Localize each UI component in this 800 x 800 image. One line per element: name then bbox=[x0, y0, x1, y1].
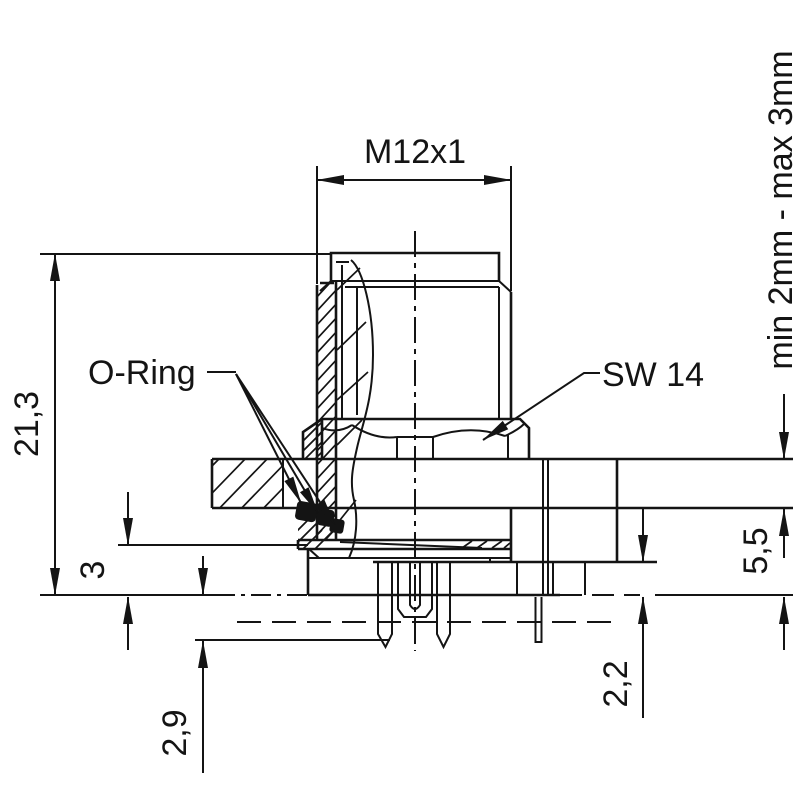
nut-facet-edges bbox=[396, 435, 509, 459]
dimension-tail-depth: 2,2 bbox=[597, 508, 648, 718]
panel-hatch bbox=[213, 460, 283, 507]
rear-depth-value: 5,5 bbox=[737, 527, 775, 574]
thread-size-label: M12x1 bbox=[364, 133, 466, 171]
pin-protrusion-value: 2,9 bbox=[156, 709, 194, 756]
dimension-rear-depth: 5,5 bbox=[655, 527, 793, 650]
rear-assembly bbox=[237, 508, 657, 623]
section-break-curve bbox=[348, 259, 375, 559]
dimension-pin-protrusion: 2,9 bbox=[156, 556, 208, 773]
overall-length-value: 21,3 bbox=[8, 391, 46, 457]
dimension-overall-length: 21,3 bbox=[8, 253, 331, 596]
wrench-size-leader bbox=[482, 372, 600, 441]
center-lines bbox=[215, 231, 416, 651]
tip-outline bbox=[329, 251, 501, 281]
washer-hatch-ticks bbox=[461, 540, 511, 549]
nut-face-arcs bbox=[321, 423, 525, 439]
pin-right bbox=[436, 562, 451, 650]
contact-pins bbox=[195, 562, 543, 650]
pin-left bbox=[377, 562, 393, 650]
center-socket bbox=[409, 562, 421, 610]
tail-depth-value: 2,2 bbox=[597, 660, 635, 707]
wrench-size-label: SW 14 bbox=[602, 356, 704, 394]
coupling-section-ticks bbox=[336, 267, 369, 521]
center-bore-cup bbox=[397, 562, 433, 618]
nut-left-outline bbox=[301, 417, 324, 459]
o-ring-seals bbox=[295, 501, 345, 534]
o-ring-leader-1 bbox=[235, 373, 302, 504]
thread-extension-lines bbox=[316, 166, 512, 291]
panel-thickness-range-label: min 2mm - max 3mm bbox=[762, 50, 800, 369]
inner-sleeve-lines bbox=[336, 261, 358, 418]
connector-front-body bbox=[315, 251, 513, 559]
o-ring-callout: O-Ring bbox=[88, 354, 336, 526]
hex-nut bbox=[301, 417, 531, 459]
rear-body-top-edge bbox=[308, 548, 511, 559]
dimension-panel-thickness: min 2mm - max 3mm bbox=[762, 50, 800, 558]
o-ring-leader-3 bbox=[235, 373, 336, 526]
panel-hole-right-edge bbox=[542, 459, 549, 595]
wrench-size-callout: SW 14 bbox=[482, 356, 704, 441]
nut-top-outline bbox=[322, 417, 531, 459]
rear-insert-value: 3 bbox=[74, 561, 112, 580]
solder-tab bbox=[534, 597, 543, 643]
rear-block-edges bbox=[516, 562, 586, 595]
overall-extension-lines bbox=[40, 253, 331, 596]
dimension-rear-insert: 3 bbox=[74, 492, 308, 650]
section-hatching bbox=[213, 267, 511, 549]
dimension-thread: M12x1 bbox=[316, 133, 512, 291]
o-ring-label: O-Ring bbox=[88, 354, 196, 392]
o-ring-leader-2 bbox=[235, 373, 319, 514]
washer-wedge-line bbox=[339, 541, 483, 549]
o-ring-1 bbox=[295, 501, 318, 523]
